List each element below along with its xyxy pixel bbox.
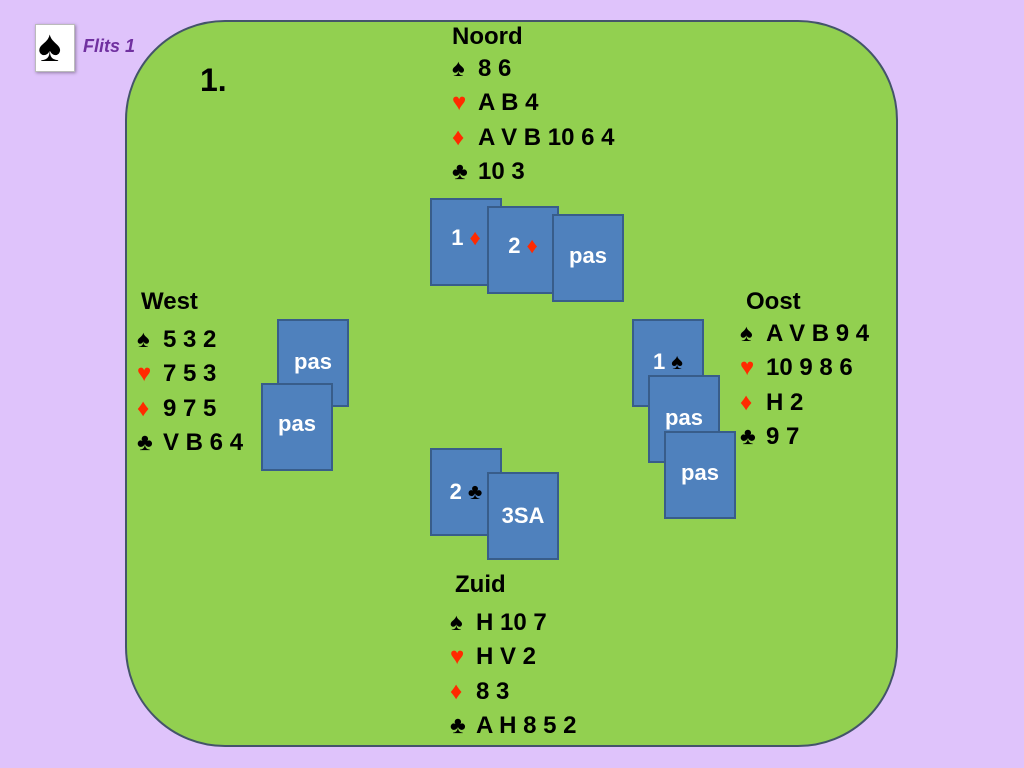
north-diamonds: ♦A V B 10 6 4 bbox=[452, 121, 615, 155]
west-hearts: ♥7 5 3 bbox=[137, 357, 243, 391]
spade-icon: ♠ bbox=[452, 55, 465, 82]
bid-card-east-3: pas bbox=[664, 431, 736, 519]
south-spades: ♠H 10 7 bbox=[450, 606, 577, 640]
diamond-icon: ♦ bbox=[450, 677, 463, 705]
east-hearts: ♥10 9 8 6 bbox=[740, 351, 869, 385]
diamond-icon: ♦ bbox=[526, 233, 538, 258]
west-clubs: ♣V B 6 4 bbox=[137, 426, 243, 460]
east-clubs: ♣9 7 bbox=[740, 420, 869, 454]
south-diamonds: ♦8 3 bbox=[450, 675, 577, 709]
south-hearts: ♥H V 2 bbox=[450, 640, 577, 674]
bridge-table bbox=[125, 20, 898, 747]
north-clubs: ♣10 3 bbox=[452, 155, 615, 189]
west-name: West bbox=[141, 288, 198, 315]
south-name: Zuid bbox=[455, 571, 506, 598]
spade-icon: ♠ bbox=[137, 326, 150, 353]
south-hand: Zuid ♠H 10 7 ♥H V 2 ♦8 3 ♣A H 8 5 2 bbox=[450, 570, 577, 743]
east-diamonds: ♦H 2 bbox=[740, 386, 869, 420]
spade-icon: ♠ bbox=[450, 609, 463, 636]
club-icon: ♣ bbox=[137, 428, 153, 456]
north-name: Noord bbox=[452, 23, 523, 50]
club-icon: ♣ bbox=[450, 711, 466, 739]
diamond-icon: ♦ bbox=[469, 225, 481, 250]
east-spades: ♠A V B 9 4 bbox=[740, 317, 869, 351]
east-name: Oost bbox=[746, 288, 801, 315]
heart-icon: ♥ bbox=[450, 643, 465, 671]
spade-icon: ♠ bbox=[671, 349, 683, 374]
west-hand: West ♠5 3 2 ♥7 5 3 ♦9 7 5 ♣V B 6 4 bbox=[137, 287, 243, 460]
north-hand: Noord ♠8 6 ♥A B 4 ♦A V B 10 6 4 ♣10 3 bbox=[452, 22, 615, 189]
diamond-icon: ♦ bbox=[137, 394, 150, 422]
slide-title: Flits 1 bbox=[83, 36, 136, 56]
spade-icon: ♠ bbox=[740, 320, 753, 347]
club-icon: ♣ bbox=[452, 157, 468, 185]
south-clubs: ♣A H 8 5 2 bbox=[450, 709, 577, 743]
heart-icon: ♥ bbox=[137, 360, 152, 388]
bid-card-north-2: 2♦ bbox=[487, 206, 559, 294]
heart-icon: ♥ bbox=[452, 89, 467, 117]
bid-card-south-2: 3SA bbox=[487, 472, 559, 560]
heart-icon: ♥ bbox=[740, 354, 755, 382]
diamond-icon: ♦ bbox=[452, 123, 465, 151]
spade-logo-icon: ♠ bbox=[35, 22, 75, 72]
club-icon: ♣ bbox=[467, 479, 483, 504]
west-spades: ♠5 3 2 bbox=[137, 323, 243, 357]
north-hearts: ♥A B 4 bbox=[452, 86, 615, 120]
club-icon: ♣ bbox=[740, 422, 756, 450]
north-spades: ♠8 6 bbox=[452, 52, 615, 86]
bid-card-west-2: pas bbox=[261, 383, 333, 471]
board-number: 1. bbox=[200, 62, 227, 98]
bid-card-north-3: pas bbox=[552, 214, 624, 302]
diamond-icon: ♦ bbox=[740, 388, 753, 416]
west-diamonds: ♦9 7 5 bbox=[137, 392, 243, 426]
east-hand: Oost ♠A V B 9 4 ♥10 9 8 6 ♦H 2 ♣9 7 bbox=[740, 287, 869, 454]
